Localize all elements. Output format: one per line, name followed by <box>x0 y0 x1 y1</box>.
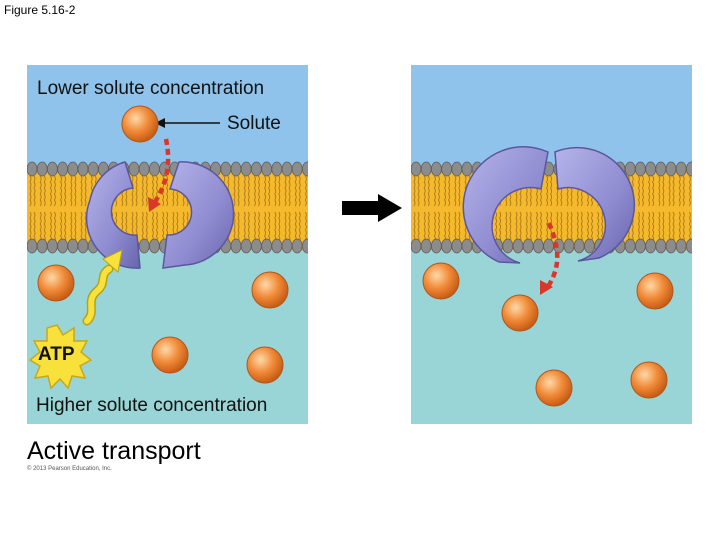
diagram-caption: Active transport <box>27 437 201 465</box>
outside-region <box>27 65 308 165</box>
process-arrow <box>342 194 402 222</box>
solute-particle <box>246 346 284 384</box>
solute-particle <box>535 369 573 407</box>
solute-particle <box>501 294 539 332</box>
figure-label: Figure 5.16-2 <box>4 3 76 17</box>
exit-path-arrowhead <box>540 280 553 295</box>
atp-label: ATP <box>38 344 75 365</box>
solute-particle <box>151 336 189 374</box>
solute-particle <box>630 361 668 399</box>
entry-path-arrow <box>153 138 171 204</box>
energy-arrowhead <box>102 249 123 273</box>
low-concentration-label: Lower solute concentration <box>37 78 265 99</box>
solute-particle <box>251 271 289 309</box>
panel-before-graphic <box>27 65 308 424</box>
atp-burst <box>28 324 93 390</box>
high-concentration-label: Higher solute concentration <box>36 395 268 416</box>
solute-particle <box>636 272 674 310</box>
entry-path-arrowhead <box>148 197 161 212</box>
panel-after <box>411 65 692 424</box>
solute-particle <box>422 262 460 300</box>
solute-particle <box>37 264 75 302</box>
outside-region <box>411 65 692 165</box>
solute-pointer-head <box>155 118 165 128</box>
copyright-notice: © 2013 Pearson Education, Inc. <box>27 466 112 472</box>
solute-label: Solute <box>227 113 281 134</box>
transport-protein <box>85 161 235 269</box>
exit-path-arrow <box>546 222 560 287</box>
solute-particle <box>121 105 159 143</box>
panel-after-graphic <box>411 65 692 424</box>
panel-before: Lower solute concentration Solute ATP Hi… <box>27 65 308 424</box>
transport-protein <box>462 146 636 264</box>
